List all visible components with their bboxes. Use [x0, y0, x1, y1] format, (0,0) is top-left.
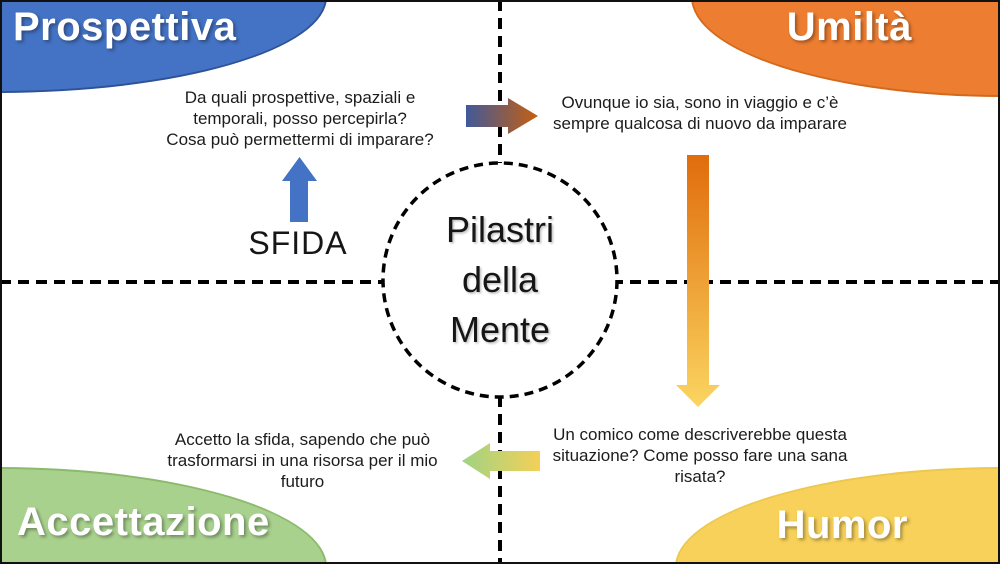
- text-line: Da quali prospettive, spaziali e: [184, 88, 416, 107]
- text-line: Ovunque io sia, sono in viaggio e c’è: [561, 93, 839, 112]
- text-line: futuro: [280, 472, 325, 491]
- text-line: Cosa può permettermi di imparare?: [166, 130, 434, 149]
- sfida-label: SFIDA: [248, 225, 348, 261]
- down-arrow-icon: [676, 155, 720, 407]
- text-line: risata?: [674, 467, 726, 486]
- text-line: Accetto la sfida, sapendo che può: [174, 430, 431, 449]
- text-line: temporali, posso percepirla?: [193, 109, 407, 128]
- center-title-line: della: [461, 259, 539, 300]
- quadrant-text-prospettiva: Da quali prospettive, spaziali e tempora…: [110, 87, 490, 150]
- text-line: situazione? Come posso fare una sana: [552, 446, 848, 465]
- corner-label-umilta: Umiltà: [786, 5, 912, 49]
- corner-label-humor: Humor: [776, 503, 908, 547]
- center-title-line: Mente: [449, 309, 551, 350]
- quadrant-text-humor: Un comico come descriverebbe questa situ…: [515, 424, 885, 487]
- corner-label-prospettiva: Prospettiva: [13, 5, 237, 49]
- center-circle: [381, 161, 619, 399]
- text-line: trasformarsi in una risorsa per il mio: [167, 451, 438, 470]
- left-arrow-icon: [462, 443, 540, 479]
- corner-label-accettazione: Accettazione: [17, 500, 270, 544]
- center-title: Pilastri della Mente: [382, 205, 618, 355]
- quadrant-text-accettazione: Accetto la sfida, sapendo che può trasfo…: [115, 429, 490, 492]
- right-arrow-icon: [466, 98, 538, 134]
- quadrant-text-umilta: Ovunque io sia, sono in viaggio e c’è se…: [515, 92, 885, 134]
- text-line: Un comico come descriverebbe questa: [553, 425, 847, 444]
- text-line: sempre qualcosa di nuovo da imparare: [553, 114, 847, 133]
- center-title-line: Pilastri: [445, 209, 555, 250]
- up-arrow-icon: [282, 157, 317, 222]
